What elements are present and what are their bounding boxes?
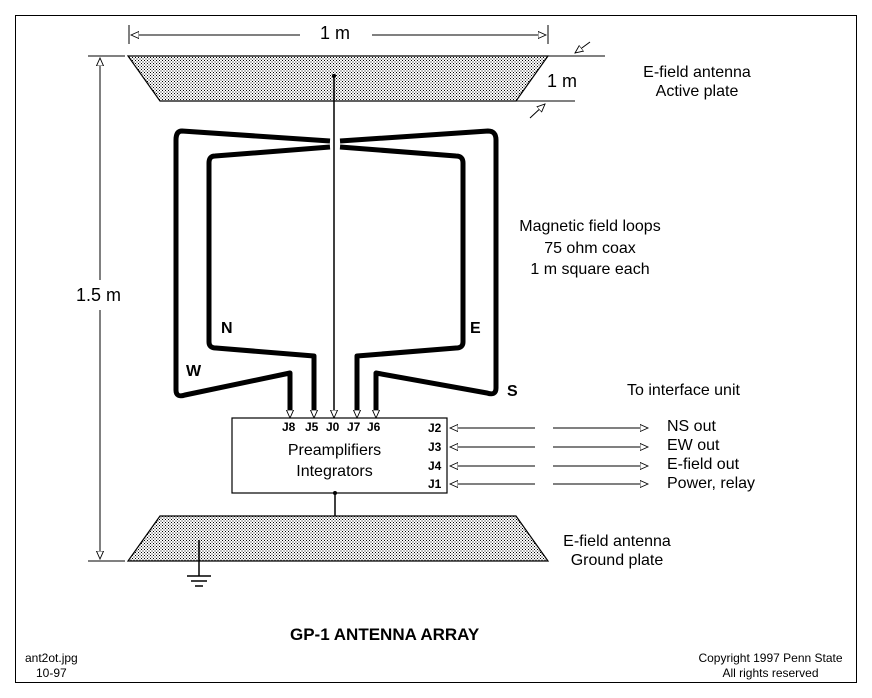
outer-loop-ew (173, 128, 331, 410)
active-plate-title: E-field antenna (643, 64, 751, 81)
preamp-box (231, 417, 448, 494)
jack-j4: J4 (428, 459, 442, 473)
jack-j7: J7 (347, 420, 361, 434)
loops-title: Magnetic field loops (519, 218, 661, 235)
output-efield: E-field out (667, 456, 740, 473)
ground-icon (187, 540, 211, 587)
jack-j3: J3 (428, 440, 442, 454)
diagram-frame (15, 15, 857, 683)
outer-loop-ew-right (339, 128, 499, 410)
preamp-label: Preamplifiers (287, 442, 382, 459)
diagram-title: GP-1 ANTENNA ARRAY (290, 625, 480, 644)
ground-plate-title: E-field antenna (563, 533, 671, 550)
ground-plate (126, 515, 550, 562)
direction-e: E (470, 320, 481, 337)
active-plate (126, 55, 550, 102)
width-dimension (128, 25, 549, 44)
direction-n: N (221, 320, 233, 337)
output-ew: EW out (667, 437, 720, 454)
output-arrows (450, 428, 648, 484)
height-dimension (88, 55, 125, 562)
ground-plate-subtitle: Ground plate (570, 552, 664, 569)
jack-arrows (290, 405, 376, 418)
copyright-line1: Copyright 1997 Penn State (698, 651, 843, 665)
integrator-label: Integrators (296, 463, 373, 480)
loops-type: 75 ohm coax (544, 240, 636, 257)
copyright-line2: All rights reserved (722, 666, 819, 680)
jack-j8: J8 (282, 420, 296, 434)
output-power: Power, relay (667, 475, 756, 492)
interface-unit-label: To interface unit (627, 382, 740, 399)
output-ns: NS out (667, 418, 716, 435)
width-label: 1 m (320, 23, 351, 43)
loops-size: 1 m square each (530, 261, 650, 278)
jack-j5: J5 (305, 420, 319, 434)
jack-j0: J0 (326, 420, 340, 434)
active-plate-subtitle: Active plate (655, 83, 739, 100)
inner-loop-ns-right (339, 144, 466, 410)
jack-j1: J1 (428, 477, 442, 491)
depth-dimension (490, 41, 605, 119)
jack-j2: J2 (428, 421, 442, 435)
depth-label: 1 m (547, 71, 578, 91)
inner-loop-ns (206, 144, 331, 410)
jack-j6: J6 (367, 420, 381, 434)
file-date: 10-97 (36, 666, 67, 680)
direction-w: W (186, 363, 202, 380)
height-label: 1.5 m (76, 285, 122, 305)
direction-s: S (507, 383, 518, 400)
file-name: ant2ot.jpg (25, 651, 78, 665)
